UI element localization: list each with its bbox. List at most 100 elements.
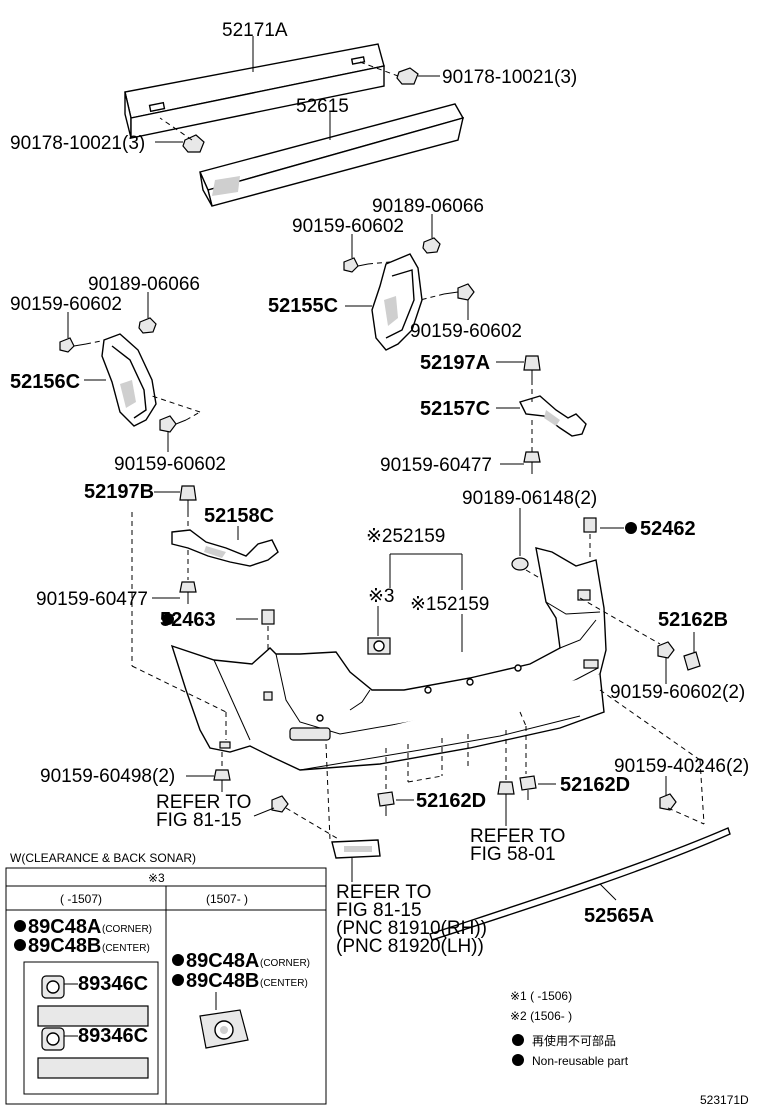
bolt-90159-rh-a bbox=[343, 257, 369, 273]
sonar-holder-1 bbox=[37, 975, 149, 1027]
refer-58-01-line1: REFER TO bbox=[470, 826, 565, 847]
legend-nonreusable-jp: 再使用不可部品 bbox=[532, 1033, 616, 1048]
nonreusable-dot-89C48A-right bbox=[172, 954, 184, 966]
refer-81-15-b-line3: (PNC 81910(RH)) bbox=[336, 918, 487, 939]
label-90178-left: 90178-10021(3) bbox=[10, 133, 145, 154]
refer-81-15-b-line1: REFER TO bbox=[336, 882, 431, 903]
sonar-col-left-header: ( -1507) bbox=[60, 892, 102, 906]
legend-note2: ※2 (1506- ) bbox=[510, 1009, 572, 1023]
nonreusable-dot-52463 bbox=[162, 613, 174, 625]
sonar-left-sub-2: 89346C bbox=[78, 1025, 148, 1047]
label-52159-note1: ※152159 bbox=[410, 594, 489, 615]
screw-fig-58-01 bbox=[497, 781, 515, 826]
label-90159-rh-a: 90159-60602 bbox=[292, 216, 404, 237]
molding-52565A bbox=[429, 827, 731, 941]
legend-note1: ※1 ( -1506) bbox=[510, 989, 572, 1003]
clip-52463 bbox=[261, 609, 275, 625]
screw-90159-60477-lh bbox=[179, 581, 197, 604]
reinforcement-52171A bbox=[124, 43, 385, 139]
label-90159-60477-rh: 90159-60477 bbox=[380, 455, 492, 476]
sonar-left-corner-tag: (CORNER) bbox=[102, 924, 152, 935]
bolt-fig-81-15 bbox=[271, 795, 289, 813]
label-90159-60477-lh: 90159-60477 bbox=[36, 589, 148, 610]
label-52197B: 52197B bbox=[84, 481, 154, 503]
label-90178-top: 90178-10021(3) bbox=[442, 67, 577, 88]
label-52158C: 52158C bbox=[204, 505, 274, 527]
bolt-90159-40246 bbox=[659, 793, 677, 811]
retainer-52158C bbox=[171, 529, 279, 567]
clip-52197B bbox=[179, 485, 197, 512]
sonar-box-title: W(CLEARANCE & BACK SONAR) bbox=[10, 851, 196, 865]
nut-90189-lh bbox=[138, 317, 157, 334]
bumper-cover-52159 bbox=[170, 547, 607, 771]
nut-90189-06148 bbox=[511, 557, 529, 571]
label-52462: 52462 bbox=[640, 518, 696, 540]
sonar-box: W(CLEARANCE & BACK SONAR) ※3 ( -1507) (1… bbox=[5, 851, 327, 1105]
sonar-box-note: ※3 bbox=[148, 871, 165, 885]
nut-90178-top bbox=[396, 67, 419, 85]
bolt-90159-lh-a bbox=[59, 337, 87, 353]
refer-81-15-a-line1: REFER TO bbox=[156, 792, 251, 813]
nonreusable-dot-52462 bbox=[625, 522, 637, 534]
label-52155C: 52155C bbox=[268, 295, 338, 317]
sonar-right-center-part: 89C48B bbox=[186, 970, 259, 992]
label-90159-lh-b: 90159-60602 bbox=[114, 454, 226, 475]
clip-52162D-right bbox=[519, 775, 537, 800]
label-52159-note2: ※252159 bbox=[366, 526, 445, 547]
label-52162D-right: 52162D bbox=[560, 774, 630, 796]
sonar-right-corner-tag: (CORNER) bbox=[260, 958, 310, 969]
sonar-col-right-header: (1507- ) bbox=[206, 892, 248, 906]
bolt-90159-60602-2 bbox=[657, 641, 675, 659]
sonar-right-corner-part: 89C48A bbox=[186, 950, 259, 972]
screw-90159-60477-rh bbox=[523, 451, 541, 474]
bolt-90159-rh-b bbox=[443, 283, 475, 301]
sonar-right-center-tag: (CENTER) bbox=[260, 978, 308, 989]
cover-52162B bbox=[683, 651, 701, 671]
reflector bbox=[331, 839, 381, 859]
nonreusable-dot-89C48B-right bbox=[172, 974, 184, 986]
retainer-52157C bbox=[519, 395, 587, 437]
label-52463: 52463 bbox=[160, 609, 216, 631]
legend-dot-en bbox=[512, 1054, 524, 1066]
label-90189-06148: 90189-06148(2) bbox=[462, 488, 597, 509]
label-52197A: 52197A bbox=[420, 352, 490, 374]
label-52159-note3: ※3 bbox=[368, 586, 395, 607]
nut-90178-left bbox=[182, 134, 205, 153]
label-52157C: 52157C bbox=[420, 398, 490, 420]
label-90189-lh: 90189-06066 bbox=[88, 274, 200, 295]
label-90159-lh-a: 90159-60602 bbox=[10, 294, 122, 315]
clip-52462 bbox=[583, 517, 597, 533]
legend-nonreusable-en: Non-reusable part bbox=[532, 1054, 629, 1068]
bracket-52156C bbox=[101, 333, 157, 427]
bracket-52155C bbox=[371, 253, 423, 351]
label-52162B: 52162B bbox=[658, 609, 728, 631]
refer-81-15-b-line4: (PNC 81920(LH)) bbox=[336, 936, 484, 957]
absorber-52615 bbox=[199, 103, 465, 207]
label-90159-60602-2: 90159-60602(2) bbox=[610, 682, 745, 703]
sonar-left-corner-part: 89C48A bbox=[28, 916, 101, 938]
sonar-bracket bbox=[367, 637, 391, 655]
legend-dot-jp bbox=[512, 1034, 524, 1046]
bolt-90159-60498 bbox=[213, 769, 231, 792]
sonar-holder-2 bbox=[37, 1027, 149, 1079]
bolt-90159-lh-b bbox=[159, 415, 187, 433]
sonar-sensor bbox=[199, 1009, 249, 1049]
refer-81-15-a-line2: FIG 81-15 bbox=[156, 810, 242, 831]
label-90159-60498: 90159-60498(2) bbox=[40, 766, 175, 787]
nonreusable-dot-89C48A-left bbox=[14, 920, 26, 932]
nonreusable-dot-89C48B-left bbox=[14, 939, 26, 951]
diagram-id: 523171D bbox=[700, 1093, 749, 1107]
label-52156C: 52156C bbox=[10, 371, 80, 393]
clip-52162D-left bbox=[377, 791, 395, 816]
label-90189-rh: 90189-06066 bbox=[372, 196, 484, 217]
refer-81-15-b-line2: FIG 81-15 bbox=[336, 900, 422, 921]
label-90159-40246: 90159-40246(2) bbox=[614, 756, 749, 777]
label-52615: 52615 bbox=[296, 96, 349, 117]
label-52162D-left: 52162D bbox=[416, 790, 486, 812]
label-52171A: 52171A bbox=[222, 20, 288, 41]
label-52565A: 52565A bbox=[584, 905, 654, 927]
label-90159-rh-b: 90159-60602 bbox=[410, 321, 522, 342]
sonar-left-sub-1: 89346C bbox=[78, 973, 148, 995]
refer-58-01-line2: FIG 58-01 bbox=[470, 844, 556, 865]
